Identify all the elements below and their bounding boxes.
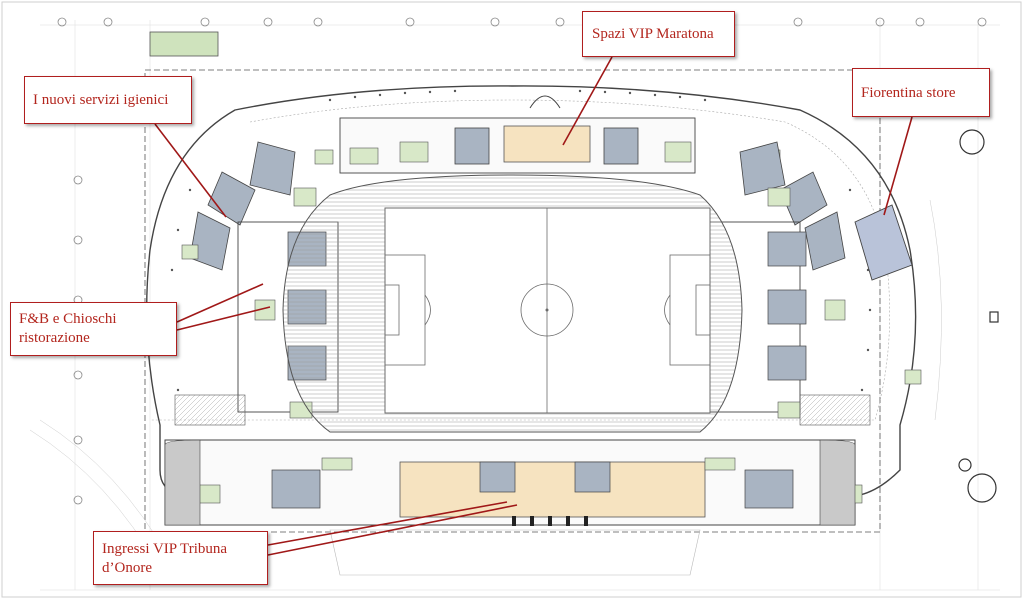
toilet-blocks-ne: [739, 141, 846, 271]
callout-fb-chioschi: F&B e Chioschi ristorazione: [10, 302, 177, 356]
callout-tribuna-line1: Ingressi VIP Tribuna: [102, 541, 228, 557]
callout-tribuna-line2: d’Onore: [102, 560, 152, 576]
auxiliary-building: [149, 31, 219, 57]
grid-markers: [57, 17, 987, 505]
callout-arrows: [154, 56, 913, 556]
vip-maratona-area: [503, 125, 591, 163]
callout-fiorentina-store: Fiorentina store: [852, 68, 990, 117]
callout-fiorentina-store-text: Fiorentina store: [861, 85, 956, 101]
callout-vip-maratona: Spazi VIP Maratona: [582, 11, 735, 57]
callout-servizi-igienici-text: I nuovi servizi igienici: [33, 92, 169, 108]
arrow-tribuna-2: [267, 504, 518, 556]
arrow-tribuna-1: [267, 501, 508, 546]
callout-vip-maratona-text: Spazi VIP Maratona: [592, 26, 714, 42]
arrow-vip-maratona: [562, 56, 613, 146]
vip-entrance-columns: [512, 516, 588, 526]
vip-tribuna-area: [399, 461, 706, 518]
callout-fb-line1: F&B e Chioschi: [19, 311, 117, 327]
toilet-blocks-nw: [189, 141, 296, 271]
arrow-fb-1: [176, 283, 264, 323]
callout-servizi-igienici: I nuovi servizi igienici: [24, 76, 192, 124]
fiorentina-store-area: [854, 204, 913, 281]
toilet-block-north-2: [603, 127, 639, 165]
callout-ingressi-vip-tribuna: Ingressi VIP Tribuna d’Onore: [93, 531, 268, 585]
arrow-fiorentina-store: [883, 116, 913, 216]
outer-concourse: [145, 85, 917, 496]
arrow-fb-2: [176, 306, 271, 331]
toilet-block-north-1: [454, 127, 490, 165]
arrow-servizi-igienici: [154, 123, 227, 218]
callout-fb-line2: ristorazione: [19, 330, 90, 346]
